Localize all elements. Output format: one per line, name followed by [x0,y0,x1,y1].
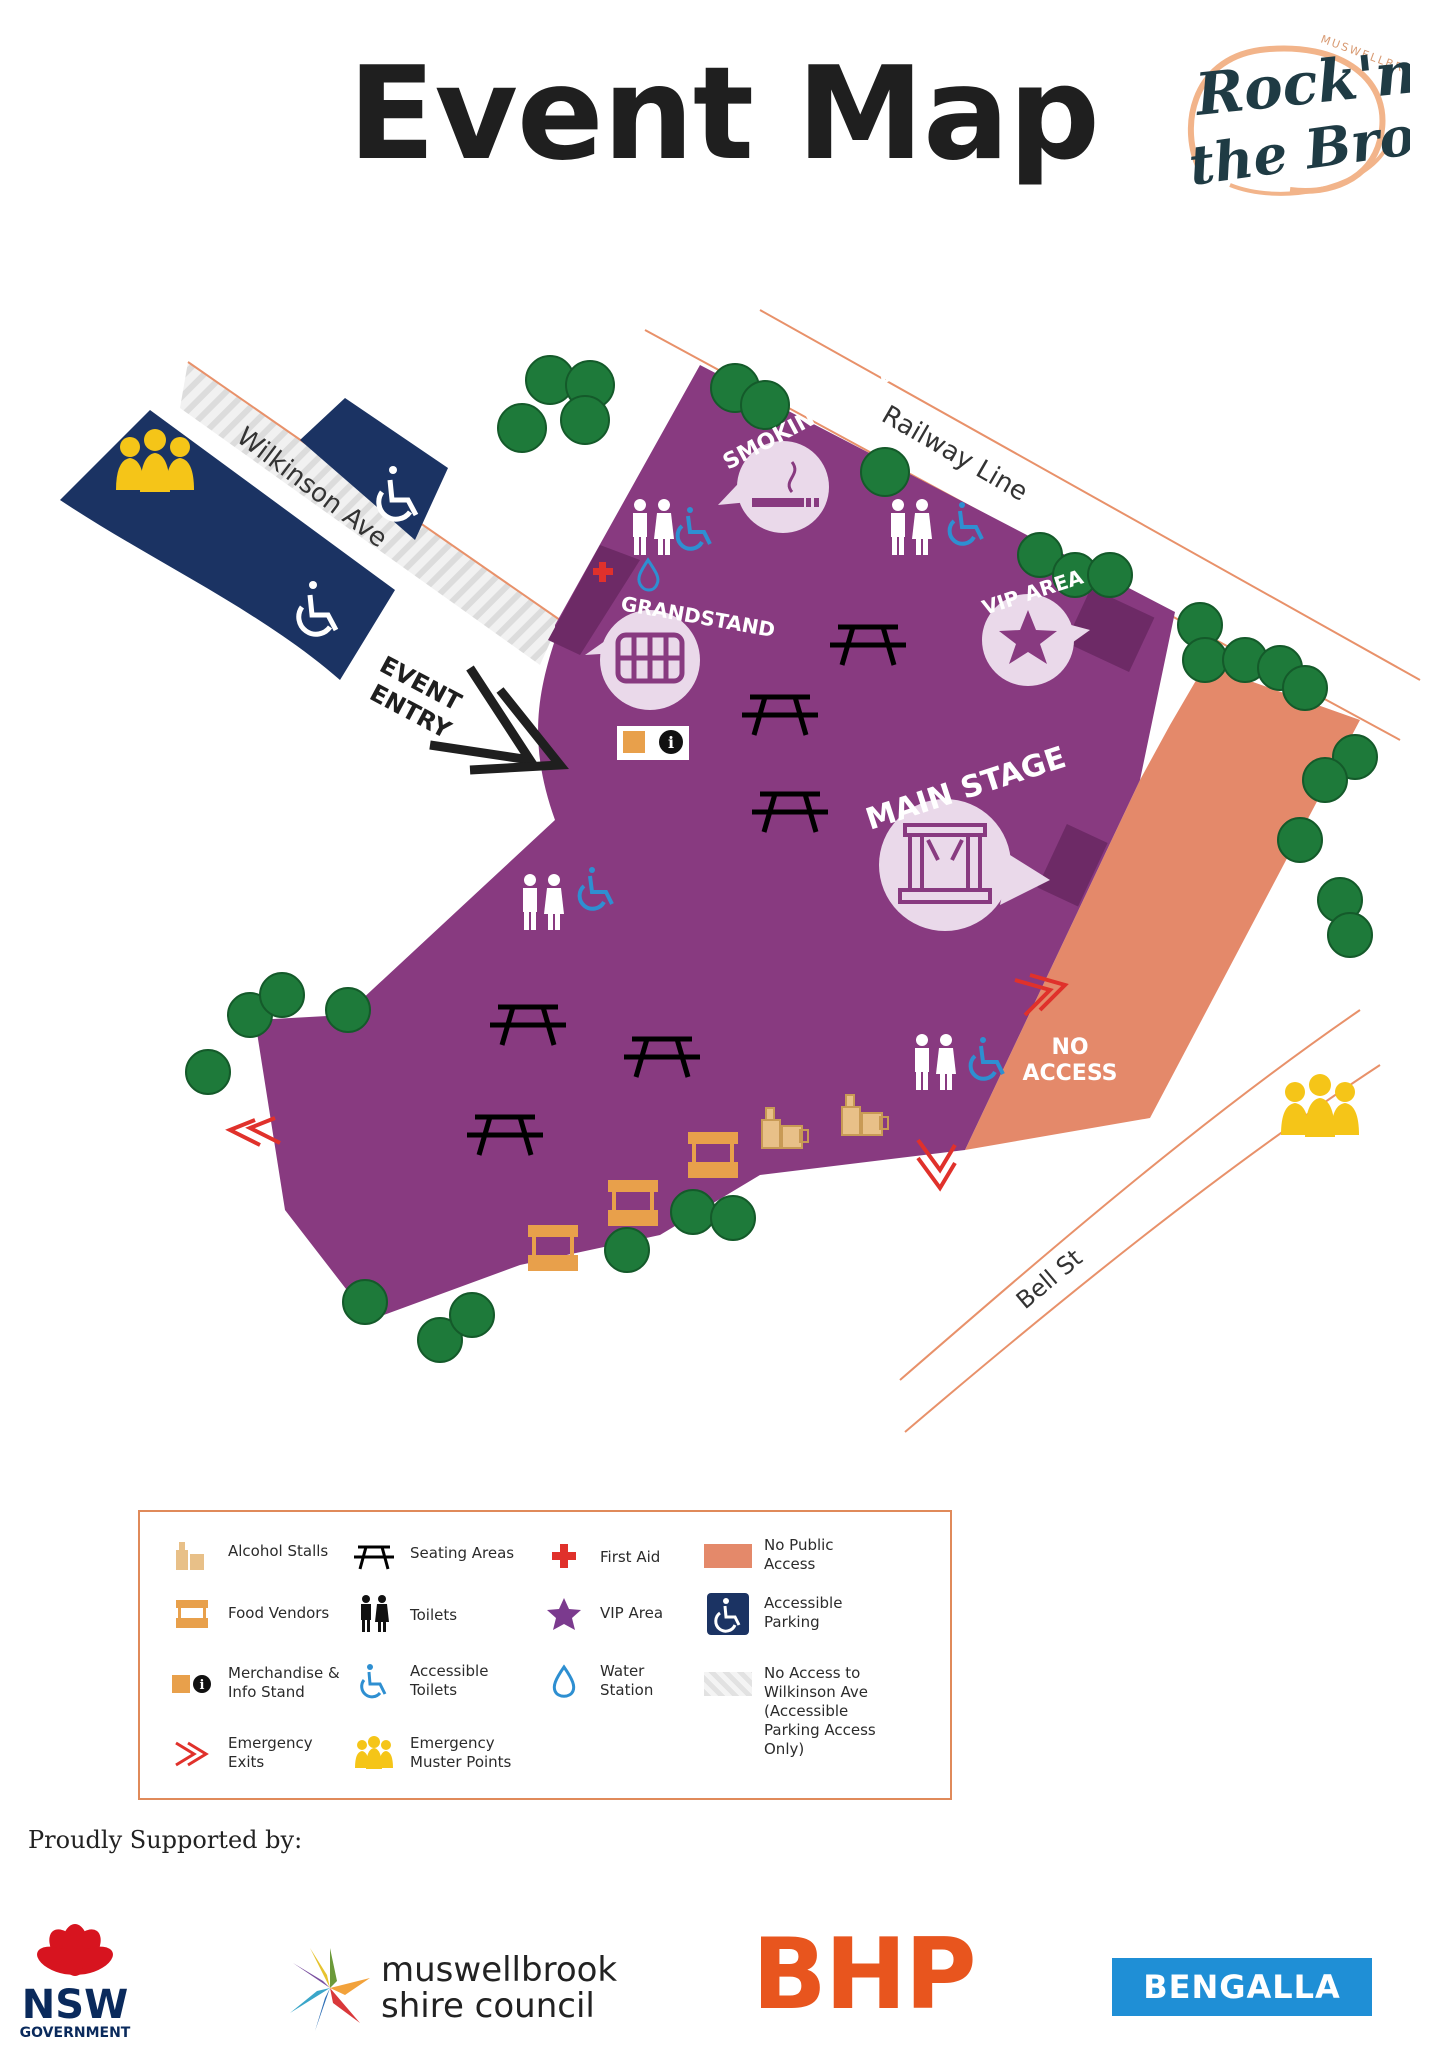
stage-icon [898,823,992,904]
legend-label-acc-parking: Accessible Parking [764,1594,843,1631]
legend-label-water: Water Station [600,1662,654,1699]
muster-point-icon [1281,1074,1359,1137]
merch-info-icon: i [617,726,689,760]
bell-st-label: Bell St [1011,1244,1088,1315]
seating-icon [467,624,906,1156]
nsw-government-logo: NSW GOVERNMENT [10,1900,140,2041]
page-title: Event Map [348,40,1100,189]
star-icon [547,1598,581,1630]
no-public-access-area [965,665,1360,1150]
nsw-label: NSW [21,1982,129,2028]
event-map: Wilkinson Ave Railway Line Bell St EVENT… [60,309,1421,1433]
grandstand-strip [548,545,640,655]
toilet-icon [523,499,956,1090]
legend-label-food: Food Vendors [228,1604,330,1622]
water-icon [552,1664,576,1698]
parking-icon [296,581,339,637]
parking-icon [707,1593,749,1635]
legend-label-toilets: Toilets [410,1606,458,1624]
parking-icon [376,466,419,522]
legend-label-merch: Merchandise & Info Stand [228,1664,340,1701]
entry-arrow-icon [429,665,569,775]
main-stage-marker [879,799,1050,931]
bengalla-label: BENGALLA [1143,1968,1341,2006]
tree-icon [185,355,1378,1363]
legend-item-merch: i Merchandise & Info Stand [168,1664,340,1704]
star-icon [999,610,1057,664]
legend-label-no-public: No Public Access [764,1536,834,1573]
festival-logo: MUSWELLBROOK 2023 Rock'n the Brook [1185,33,1410,198]
waratah-icon [37,1924,113,1976]
stage-strip [1037,823,1108,907]
first-aid-icon [593,562,613,582]
seating-icon [354,1545,394,1570]
bengalla-logo: BENGALLA [1112,1958,1372,2016]
legend-label-no-wilkinson: No Access to Wilkinson Ave (Accessible P… [764,1664,876,1758]
bhp-logo: BHP [752,1918,977,2032]
smoking-icon [752,461,819,507]
food-stall-icon [528,1132,738,1271]
water-icon [637,557,660,592]
no-public-access-swatch [704,1544,752,1568]
legend-label-alcohol: Alcohol Stalls [228,1542,329,1560]
legend-label-muster: Emergency Muster Points [410,1734,512,1771]
bell-st-edge [899,1009,1361,1381]
emergency-exit-icon [225,973,1069,1192]
legend-label-seating: Seating Areas [410,1544,515,1562]
toilet-icon [361,1595,389,1632]
legend-item-water: Water Station [540,1662,653,1702]
legend-item-food: Food Vendors [168,1594,329,1634]
alcohol-icon [761,1094,889,1149]
grandstand-marker [585,610,700,710]
railway-line-edge [759,309,1421,681]
legend-item-no-wilkinson: No Access to Wilkinson Ave (Accessible P… [704,1664,876,1759]
legend-item-toilets: Toilets [350,1594,457,1634]
svg-text:i: i [668,733,674,752]
grandstand-icon [615,632,685,684]
legend-item-acc-toilets: Accessible Toilets [350,1662,488,1702]
legend-item-alcohol: Alcohol Stalls [168,1536,328,1576]
first-aid-icon [552,1544,576,1568]
council-star-icon [290,1948,370,2031]
emergency-exit-icon [175,1741,209,1767]
food-stall-icon [176,1600,208,1628]
legend-label-vip: VIP Area [600,1604,664,1622]
muster-point-icon [355,1736,393,1769]
legend-label-first-aid: First Aid [600,1548,661,1566]
council-name-line2: shire council [381,1986,595,2026]
legend-item-no-public: No Public Access [704,1536,834,1576]
council-name-line1: muswellbrook [381,1950,618,1990]
legend-label-exits: Emergency Exits [228,1734,313,1771]
muster-point-icon [116,429,194,492]
hatched-swatch [704,1672,752,1696]
legend-item-seating: Seating Areas [350,1536,514,1576]
legend-label-acc-toilets: Accessible Toilets [410,1662,489,1699]
nsw-gov-label: GOVERNMENT [19,2025,131,2041]
wilkinson-ave-road [180,362,560,665]
legend-item-exits: Emergency Exits [168,1734,313,1774]
svg-text:i: i [200,1678,205,1693]
legend-item-first-aid: First Aid [540,1536,660,1576]
vip-area-marker [982,594,1090,686]
legend-item-acc-parking: Accessible Parking [704,1593,843,1635]
merch-info-icon: i [172,1675,211,1693]
no-access-label-line2: ACCESS [1022,1061,1117,1086]
legend-item-muster: Emergency Muster Points [350,1734,511,1774]
accessible-toilet-icon [577,502,1005,1081]
legend-item-vip: VIP Area [540,1594,663,1634]
no-access-label-line1: NO [1051,1035,1088,1060]
alcohol-icon [176,1542,204,1570]
muswellbrook-council-logo: muswellbrook shire council [285,1938,625,2038]
smoking-area-marker [718,441,829,533]
supported-by-label: Proudly Supported by: [28,1826,303,1854]
map-legend: Alcohol Stalls Food Vendors i Merchandis… [138,1510,952,1800]
accessible-toilet-icon [360,1664,387,1699]
vip-strip [1065,588,1155,672]
